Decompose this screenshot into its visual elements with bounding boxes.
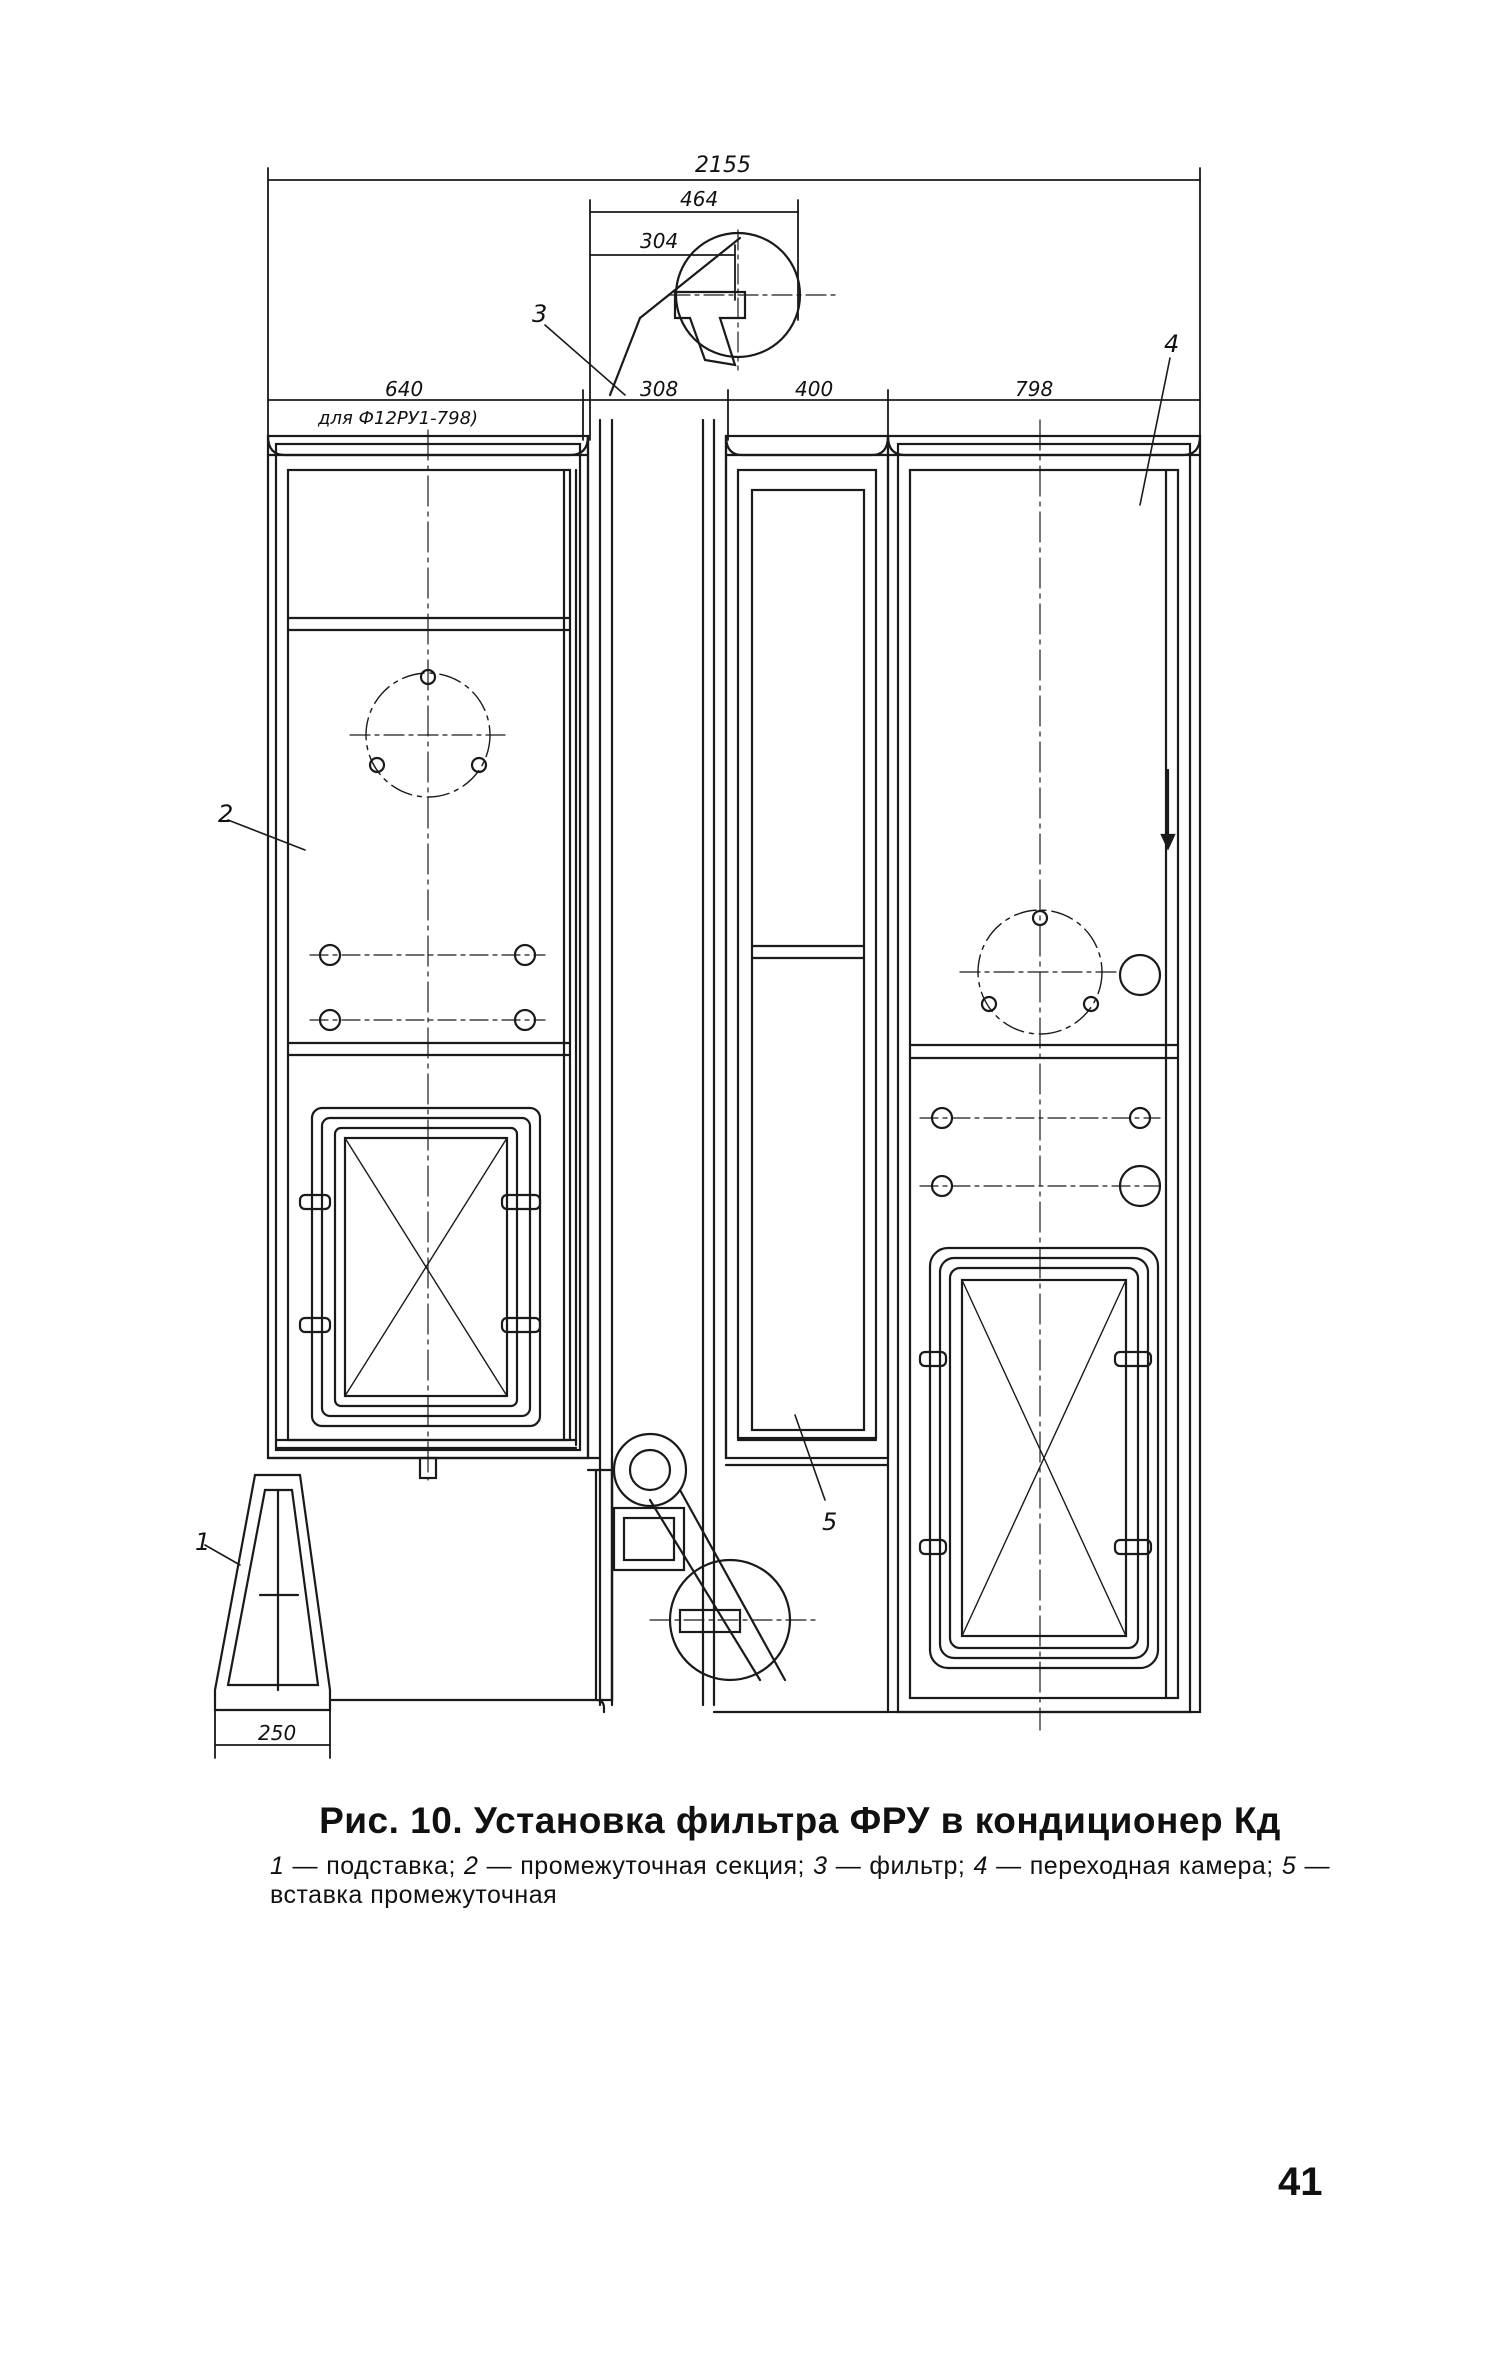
dim-chamber-width: 798: [1015, 377, 1053, 401]
dimension-lines: [214, 167, 1201, 1759]
dim-stand-width: 250: [258, 1721, 296, 1745]
callout-3: 3: [532, 300, 547, 328]
filter-unit: [586, 229, 841, 1707]
dim-filter-gap: 308: [640, 377, 678, 401]
page-number: 41: [1278, 2160, 1323, 2204]
caption-legend: 1 — подставка; 2 — промежуточная секция;…: [270, 1852, 1330, 1910]
callout-5: 5: [822, 1508, 837, 1536]
callout-4: 4: [1164, 330, 1179, 358]
legend-num-1: 1: [270, 1852, 285, 1880]
legend-text-5: — вставка промежуточная: [270, 1852, 1330, 1909]
insert: [724, 434, 890, 1460]
dim-left-section: 640: [385, 377, 423, 401]
figure-caption: Рис. 10. Установка фильтра ФРУ в кондици…: [270, 1800, 1330, 1910]
transition-chamber: [886, 419, 1202, 1731]
callout-labels: 1 2 3 4 5: [195, 300, 1179, 1556]
caption-title: Рис. 10. Установка фильтра ФРУ в кондици…: [319, 1800, 1281, 1841]
callouts: [204, 324, 1171, 1566]
dim-insert-width: 400: [795, 377, 833, 401]
callout-2: 2: [218, 800, 233, 828]
legend-num-5: 5: [1281, 1852, 1297, 1880]
legend-text-4: — переходная камера;: [987, 1852, 1282, 1880]
legend-text-1: — подставка;: [284, 1852, 465, 1880]
dimension-labels: 2155 464 304 640 для Ф12РУ1-798) 308 400…: [258, 153, 1053, 1745]
dim-filter-offset: 304: [640, 229, 678, 253]
legend-num-3: 3: [813, 1852, 828, 1880]
legend-text-3: — фильтр;: [827, 1852, 974, 1880]
dim-filter-width: 464: [680, 187, 718, 211]
legend-num-2: 2: [464, 1852, 479, 1880]
dim-overall: 2155: [695, 153, 751, 178]
base-block: [266, 1456, 890, 1714]
intermediate-section: [266, 429, 590, 1481]
dim-left-section-note: для Ф12РУ1-798): [317, 408, 478, 429]
legend-text-2: — промежуточная секция;: [478, 1852, 814, 1880]
stand: [213, 1473, 332, 1712]
callout-1: 1: [195, 1528, 210, 1556]
technical-drawing: 2155 464 304 640 для Ф12РУ1-798) 308 400…: [195, 153, 1202, 1759]
legend-num-4: 4: [973, 1852, 988, 1880]
